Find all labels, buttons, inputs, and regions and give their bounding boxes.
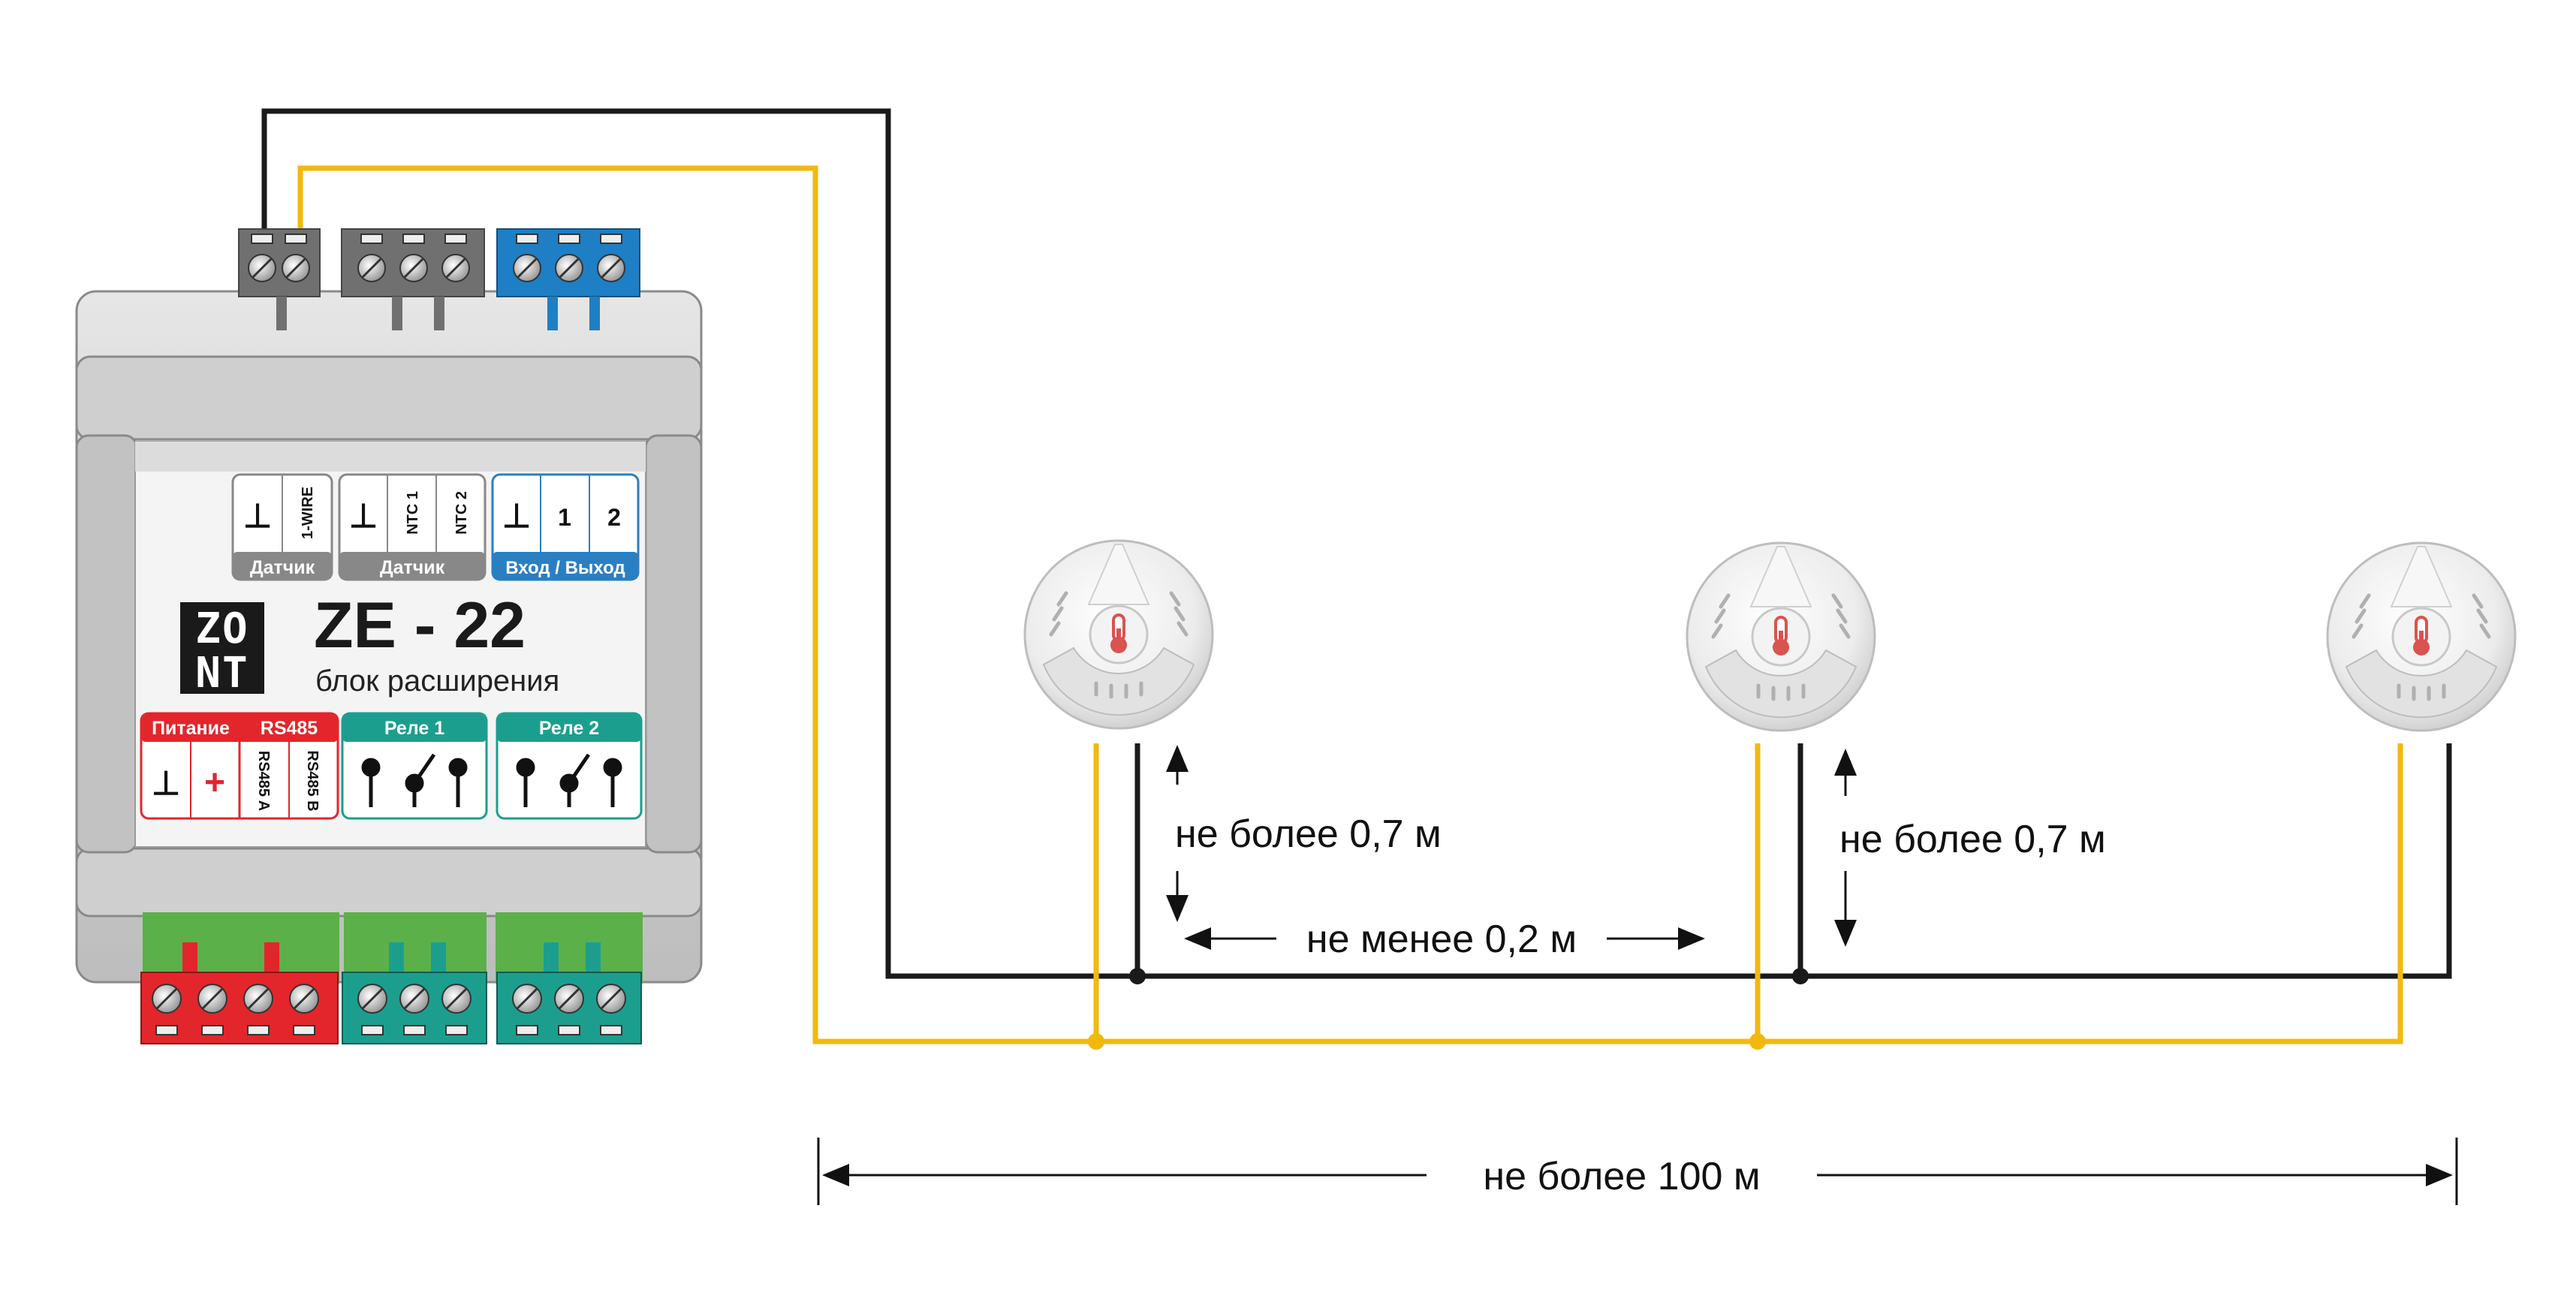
yellow-wire-bus xyxy=(297,165,2403,1044)
dimension-branch-2: не более 0,7 м xyxy=(1834,749,2106,947)
dimension-spacing: не менее 0,2 м xyxy=(1184,918,1705,961)
terminal-1wire[interactable] xyxy=(238,228,321,330)
terminal-relay-2[interactable] xyxy=(496,942,642,1044)
terminal-relay-1[interactable] xyxy=(342,942,487,1044)
ze22-module: ⊥ 1-WIRE Датчик ⊥ NTC 1 NTC 2 Датчик ⊥ 1… xyxy=(75,228,703,1044)
junction-dot xyxy=(1129,968,1146,984)
pin-gnd-1wire: ⊥ xyxy=(243,498,272,535)
pin-io-2: 2 xyxy=(607,504,621,531)
label-relay-1: Реле 1 xyxy=(384,718,444,739)
label-sensor-1wire: Датчик xyxy=(250,557,315,578)
temperature-sensor-1[interactable] xyxy=(1023,539,1214,730)
relay-switch-icon xyxy=(516,753,622,807)
pin-ntc1: NTC 1 xyxy=(405,491,421,535)
pin-1wire: 1-WIRE xyxy=(300,487,316,539)
pin-plus-power: + xyxy=(204,763,225,803)
junction-dot xyxy=(1792,968,1809,984)
module-top-rail xyxy=(75,355,703,441)
black-wire-bus xyxy=(261,108,2452,979)
logo-bottom: NT xyxy=(195,649,249,698)
label-group-io: ⊥ 1 2 Вход / Выход xyxy=(491,473,640,581)
relay-switch-icon xyxy=(361,753,468,807)
terminal-power-rs485[interactable] xyxy=(140,942,339,1044)
model-name: ZE - 22 xyxy=(314,589,526,662)
thermometer-icon xyxy=(1110,613,1127,653)
pin-gnd-power: ⊥ xyxy=(152,765,180,802)
wires xyxy=(261,108,2452,1050)
module-right-edge xyxy=(644,434,703,854)
pin-ntc2: NTC 2 xyxy=(453,491,470,535)
label-group-power-rs485: Питание RS485 ⊥ + RS485 A RS485 B xyxy=(140,712,339,820)
junction-dot xyxy=(1088,1033,1104,1050)
label-rs485: RS485 xyxy=(261,718,318,739)
label-total-max: не более 100 м xyxy=(1483,1155,1760,1198)
temperature-sensor-3[interactable] xyxy=(2326,541,2517,732)
zont-logo: ZO NT xyxy=(180,602,264,698)
thermometer-icon xyxy=(2413,616,2430,656)
terminal-io[interactable] xyxy=(496,228,640,330)
label-group-relay-2: Реле 2 xyxy=(496,712,643,820)
label-group-relay-1: Реле 1 xyxy=(341,712,488,820)
pin-gnd-ntc: ⊥ xyxy=(349,498,378,535)
pin-io-1: 1 xyxy=(558,504,571,531)
label-spacing-min: не менее 0,2 м xyxy=(1306,918,1577,961)
temperature-sensor-2[interactable] xyxy=(1686,541,1876,732)
label-io: Вход / Выход xyxy=(505,558,625,578)
label-group-1wire: ⊥ 1-WIRE Датчик xyxy=(231,473,333,581)
dimension-total: не более 100 м xyxy=(817,1138,2458,1205)
label-power: Питание xyxy=(152,718,230,739)
model-subtitle: блок расширения xyxy=(315,665,559,698)
module-bottom-rail xyxy=(75,847,703,918)
label-relay-2: Реле 2 xyxy=(539,718,599,739)
label-group-ntc: ⊥ NTC 1 NTC 2 Датчик xyxy=(338,473,487,581)
junction-dot xyxy=(1749,1033,1766,1050)
terminal-ntc[interactable] xyxy=(341,228,485,330)
pin-rs485-a: RS485 A xyxy=(255,751,272,811)
logo-top: ZO xyxy=(195,604,249,653)
label-branch-max-1: не более 0,7 м xyxy=(1175,812,1442,856)
pin-rs485-b: RS485 B xyxy=(304,750,321,811)
thermometer-icon xyxy=(1773,616,1789,656)
label-sensor-ntc: Датчик xyxy=(380,557,445,578)
dimension-branch-1: не более 0,7 м xyxy=(1166,745,1442,922)
module-left-edge xyxy=(75,434,138,854)
label-branch-max-2: не более 0,7 м xyxy=(1839,818,2106,861)
pin-gnd-io: ⊥ xyxy=(502,498,531,535)
front-panel-bar xyxy=(135,442,646,472)
